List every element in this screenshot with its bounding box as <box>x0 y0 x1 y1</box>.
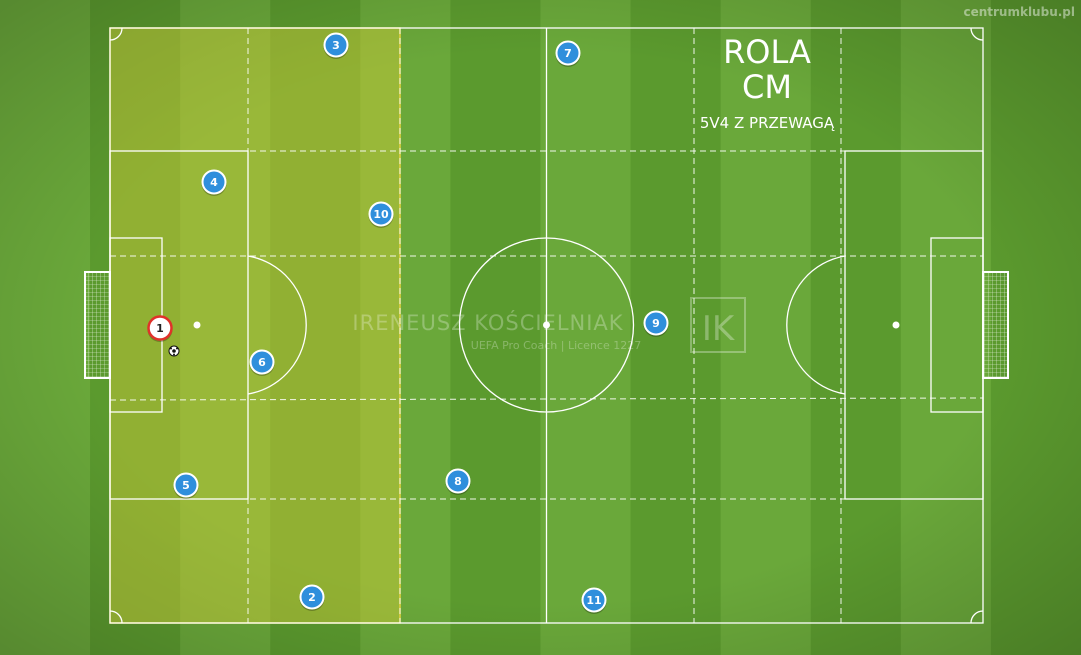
center-spot <box>543 321 550 329</box>
player-marker[interactable]: 11 <box>581 587 607 615</box>
player-marker[interactable]: 10 <box>368 201 394 229</box>
coach-name: IRENEUSZ KOŚCIELNIAK <box>352 310 623 335</box>
player-number: 6 <box>258 356 266 369</box>
subtitle: 5V4 Z PRZEWAGĄ <box>700 114 835 132</box>
player-marker[interactable]: 7 <box>555 40 581 68</box>
player-number: 3 <box>332 39 340 52</box>
soccer-ball-icon[interactable] <box>168 345 180 357</box>
title-line-1: ROLA <box>723 33 811 71</box>
site-watermark: centrumklubu.pl <box>963 5 1075 19</box>
player-marker[interactable]: 3 <box>323 32 349 60</box>
player-marker[interactable]: 6 <box>249 349 275 377</box>
zone-grid <box>109 28 984 623</box>
coach-credentials: UEFA Pro Coach | Licence 1227 <box>471 339 641 352</box>
player-number: 2 <box>308 591 316 604</box>
player-number: 4 <box>210 176 218 189</box>
center-circle <box>458 237 635 413</box>
right-goal <box>982 271 1009 379</box>
right-penalty-spot <box>892 321 900 329</box>
player-marker[interactable]: 9 <box>643 310 669 338</box>
player-number: 10 <box>373 208 389 221</box>
left-goal <box>84 271 111 379</box>
right-penalty-arc <box>786 255 846 395</box>
player-number: 8 <box>454 475 462 488</box>
player-marker[interactable]: 4 <box>201 169 227 197</box>
player-number: 7 <box>564 47 572 60</box>
left-penalty-arc <box>247 255 307 395</box>
goalkeeper-marker[interactable]: 1 <box>147 315 173 343</box>
player-number: 9 <box>652 317 660 330</box>
player-marker[interactable]: 5 <box>173 472 199 500</box>
coach-logo: IK <box>690 297 746 353</box>
players: 1 2 3 4 5 6 7 8 9 10 11 <box>147 32 669 615</box>
player-number: 1 <box>156 322 164 335</box>
player-marker[interactable]: 8 <box>445 468 471 496</box>
svg-text:IK: IK <box>702 309 736 349</box>
player-marker[interactable]: 2 <box>299 584 325 612</box>
player-number: 5 <box>182 479 190 492</box>
player-number: 11 <box>586 594 601 607</box>
left-penalty-spot <box>193 321 201 329</box>
title-line-2: CM <box>742 68 792 106</box>
